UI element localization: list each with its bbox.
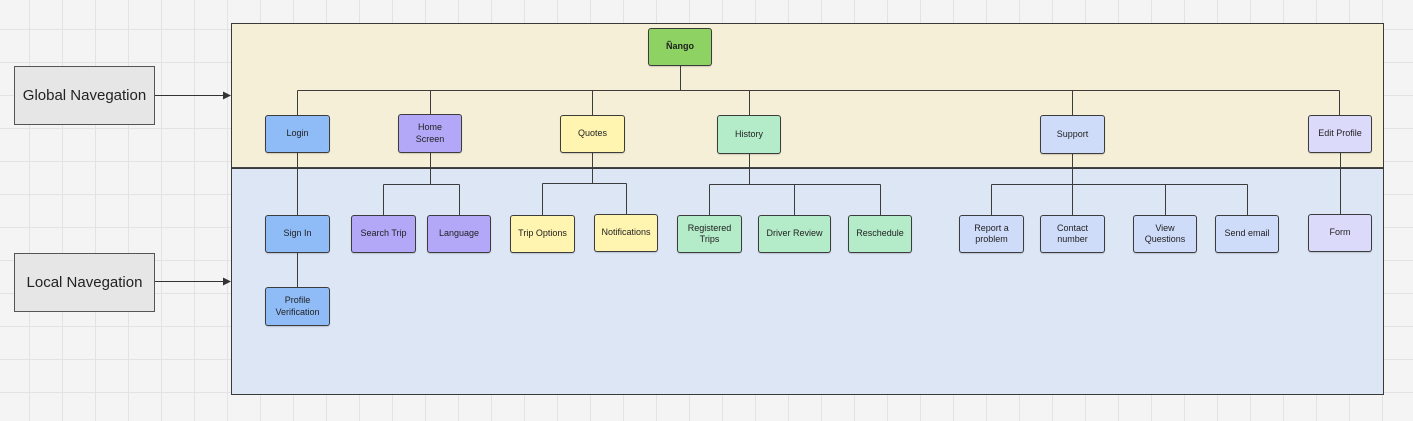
node-edit-profile[interactable]: Edit Profile (1308, 115, 1372, 153)
local-navigation-label[interactable]: Local Navegation (14, 253, 155, 312)
node-history[interactable]: History (717, 115, 781, 154)
node-reschedule[interactable]: Reschedule (848, 215, 912, 253)
history-children (709, 154, 881, 215)
local-navigation-area (231, 168, 1384, 395)
node-trip-options[interactable]: Trip Options (510, 215, 575, 253)
node-driver-review[interactable]: Driver Review (758, 215, 831, 253)
quotes-children (542, 153, 627, 215)
node-support[interactable]: Support (1040, 115, 1105, 154)
node-form[interactable]: Form (1308, 214, 1372, 252)
node-view-questions[interactable]: View Questions (1133, 215, 1197, 253)
node-nango[interactable]: Ñango (648, 28, 712, 66)
node-contact-number[interactable]: Contact number (1040, 215, 1105, 253)
node-profile-verification[interactable]: Profile Verification (265, 287, 330, 326)
root-right-bus (680, 90, 1340, 115)
node-language[interactable]: Language (427, 215, 491, 253)
node-report-problem[interactable]: Report a problem (959, 215, 1024, 253)
node-registered-trips[interactable]: Registered Trips (677, 215, 742, 253)
global-navigation-label[interactable]: Global Navegation (14, 66, 155, 125)
local-arrow-head (223, 277, 231, 286)
support-children (991, 154, 1248, 215)
home-children (383, 153, 460, 215)
node-notifications[interactable]: Notifications (594, 214, 658, 252)
node-quotes[interactable]: Quotes (560, 115, 625, 153)
global-arrow-head (223, 91, 231, 100)
root-left-bus (297, 66, 750, 115)
node-sign-in[interactable]: Sign In (265, 215, 330, 253)
node-login[interactable]: Login (265, 115, 330, 153)
node-home-screen[interactable]: Home Screen (398, 114, 462, 153)
node-search-trip[interactable]: Search Trip (351, 215, 416, 253)
node-send-email[interactable]: Send email (1215, 215, 1279, 253)
